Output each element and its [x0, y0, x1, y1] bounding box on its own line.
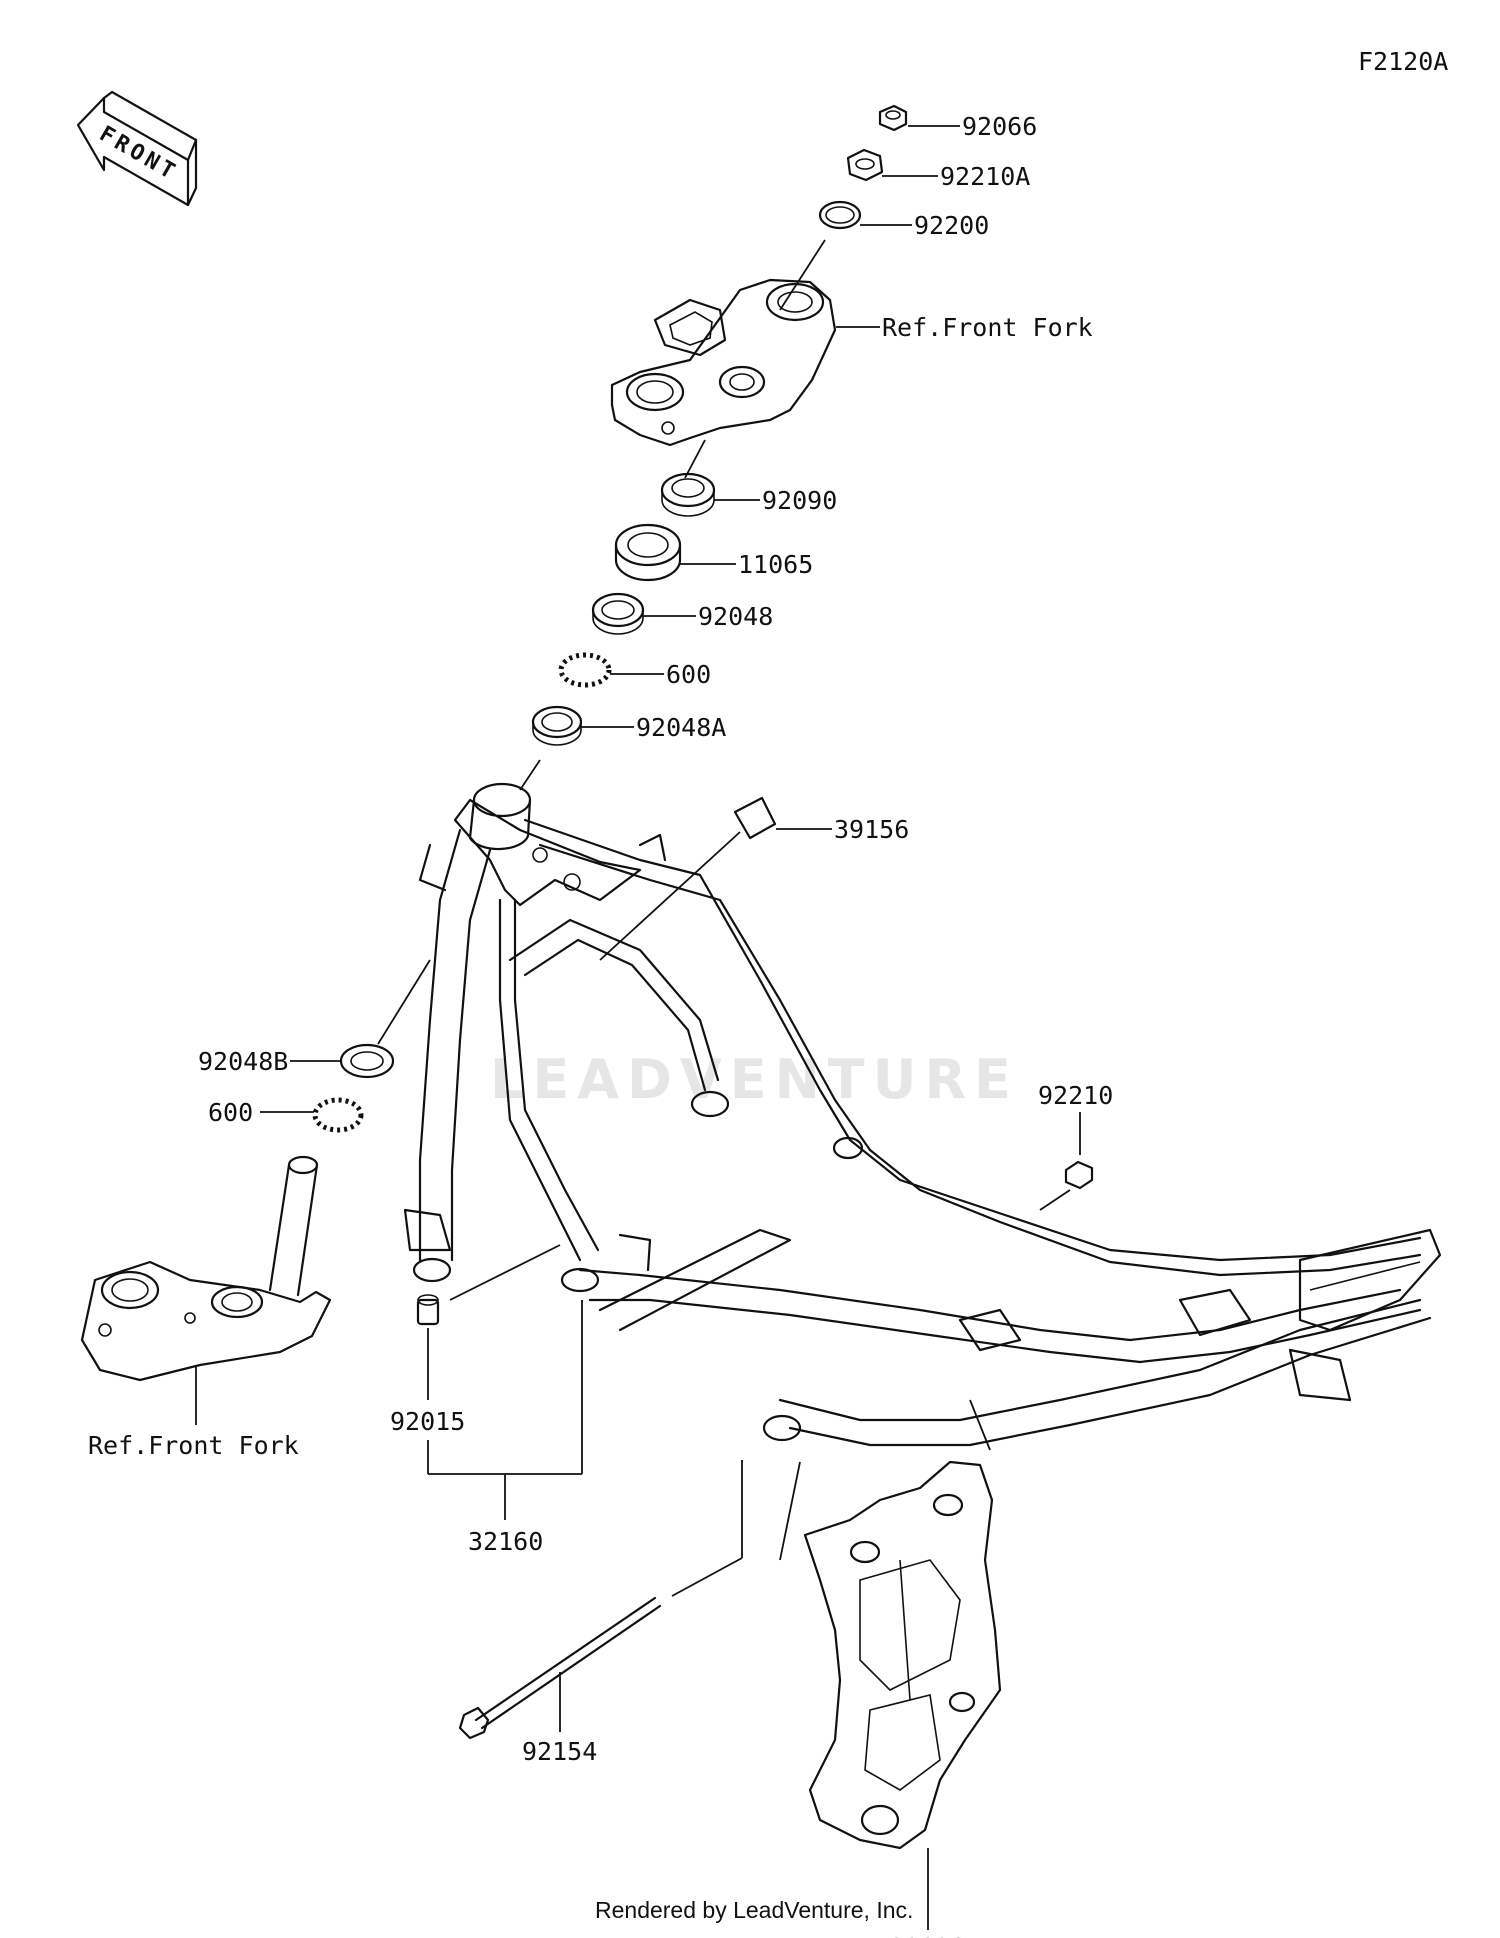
diagram-code: F2120A — [1358, 47, 1448, 76]
callout-ref-front-fork-bottom: Ref.Front Fork — [88, 1431, 299, 1460]
engine-bracket-32036-part — [803, 1460, 1002, 1850]
callout-11065: 11065 — [738, 550, 813, 579]
nut-92210A-part — [846, 148, 884, 182]
upper-triple-clamp-part — [610, 278, 837, 447]
plug-92015-part — [416, 1294, 440, 1326]
main-frame-part — [403, 782, 1442, 1447]
label-39156-part — [733, 796, 777, 840]
callout-600-left: 600 — [208, 1098, 253, 1127]
footer-credit: Rendered by LeadVenture, Inc. — [595, 1897, 913, 1923]
callout-ref-front-fork-top: Ref.Front Fork — [882, 313, 1093, 342]
bolt-92154-part — [458, 1596, 662, 1740]
callout-92048A: 92048A — [636, 713, 726, 742]
nut-92210-part — [1064, 1160, 1094, 1190]
frame-group-bracket — [427, 1300, 583, 1520]
nut-92090-part — [660, 472, 716, 517]
callout-92066: 92066 — [962, 112, 1037, 141]
callout-92210: 92210 — [1038, 1081, 1113, 1110]
race-92048B-part — [339, 1043, 395, 1079]
callout-92015: 92015 — [390, 1407, 465, 1436]
ball-bearing-600-left-part — [312, 1097, 364, 1133]
watermark: LEADVENTURE — [490, 1048, 1019, 1111]
nut-92066-part — [878, 104, 908, 132]
callout-92154: 92154 — [522, 1737, 597, 1766]
callout-39156: 39156 — [834, 815, 909, 844]
ball-bearing-600-top-part — [558, 652, 612, 688]
callout-92048: 92048 — [698, 602, 773, 631]
callout-92210A: 92210A — [940, 162, 1030, 191]
race-92048A-part — [531, 705, 583, 746]
lower-triple-clamp-part — [80, 1155, 332, 1382]
front-arrow-icon: FRONT — [76, 90, 198, 207]
callout-92048B: 92048B — [198, 1047, 288, 1076]
callout-600-top: 600 — [666, 660, 711, 689]
callout-32036: 32036 — [890, 1933, 965, 1938]
callout-92200: 92200 — [914, 211, 989, 240]
washer-92200-part — [818, 200, 862, 230]
callout-32160: 32160 — [468, 1527, 543, 1556]
race-92048-part — [591, 592, 645, 635]
seal-11065-part — [614, 523, 682, 582]
callout-92090: 92090 — [762, 486, 837, 515]
